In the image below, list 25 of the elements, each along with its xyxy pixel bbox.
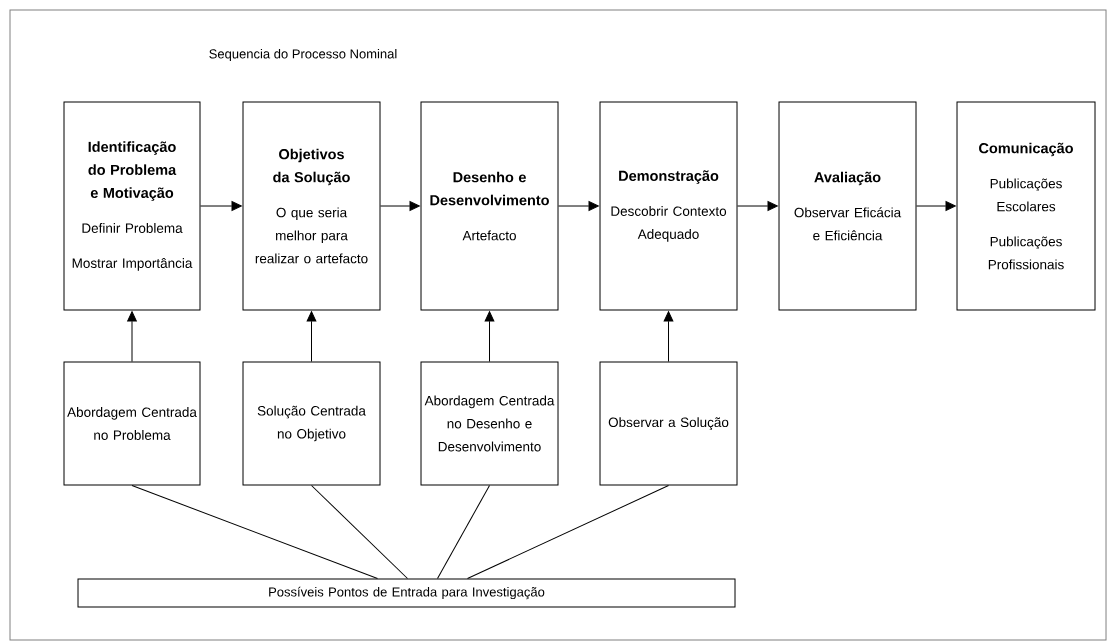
- diagram-title: Sequencia do Processo Nominal: [209, 48, 397, 62]
- arrow: [663, 311, 674, 362]
- arrow: [737, 201, 778, 211]
- step-box: Avaliação Observar Eficácia e Eficiência: [778, 101, 917, 311]
- arrow: [916, 201, 956, 211]
- arrow: [306, 311, 317, 362]
- step-box: Comunicação Publicações Escolares Publicações Profissionais: [956, 101, 1096, 311]
- entry-point-box: Observar a Solução: [599, 361, 738, 486]
- step-box: Desenho e Desenvolvimento Artefacto: [420, 101, 559, 311]
- entry-point-box: Abordagem Centrada no Desenho e Desenvolvimento: [420, 361, 559, 486]
- arrow: [200, 201, 242, 211]
- arrow: [484, 311, 495, 362]
- step-box: Demonstração Descobrir Contexto Adequado: [599, 101, 738, 311]
- connector-line: [311, 485, 408, 579]
- entry-point-box: Solução Centrada no Objetivo: [242, 361, 381, 486]
- connector-line: [131, 485, 378, 579]
- arrow: [380, 201, 420, 211]
- arrow: [558, 201, 599, 211]
- step-box: Objetivos da Solução O que seria melhor para realizar o artefacto: [242, 101, 381, 311]
- connector-line: [437, 485, 490, 579]
- step-box: Identificação do Problema e Motivação Definir Problema Mostrar Importância: [63, 101, 201, 311]
- arrow: [127, 311, 137, 362]
- entry-bar: Possíveis Pontos de Entrada para Investigação: [77, 578, 736, 608]
- connector-line: [467, 485, 669, 579]
- entry-point-box: Abordagem Centrada no Problema: [63, 361, 201, 486]
